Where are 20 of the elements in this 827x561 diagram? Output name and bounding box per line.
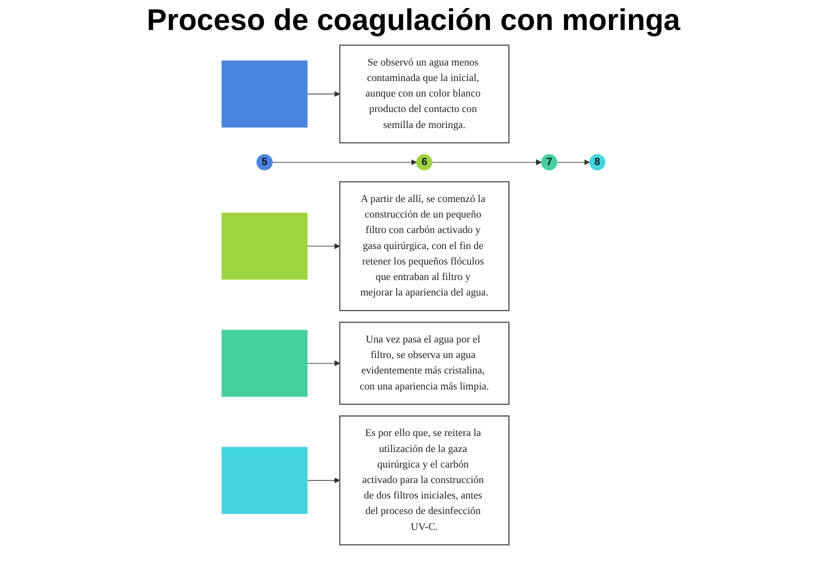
- arrow: [306, 91, 340, 97]
- arrow: [306, 478, 340, 484]
- node-box: Se observó un agua menos contaminada que la inicial, aunque con un color blanco producto del contacto con semilla de moringa.: [339, 44, 510, 144]
- node-box: A partir de allí, se comenzó la construcción de un pequeño filtro con carbón activado y gasa quirúrgica, con el fin de retener los pequeños flóculos que entraban al filtro y mejorar la apariencia del agua.: [339, 181, 510, 312]
- node-circle: 6: [416, 154, 432, 170]
- node-box: Es por ello que, se reitera la utilización de la gaza quirúrgica y el carbón activado para la construcción de dos filtros iniciales, antes del proceso de desinfección UV-C.: [339, 416, 510, 546]
- diagram-title: Proceso de coagulación con moringa: [146, 4, 682, 38]
- arrow: [306, 243, 340, 250]
- arrow: [306, 360, 340, 366]
- node-box: [222, 446, 308, 514]
- node-box: Una vez pasa el agua por el filtro, se observa un agua evidentemente más cristalina, con una apariencia más limpia.: [339, 322, 510, 405]
- arrow: [556, 159, 590, 166]
- arrow: [272, 159, 417, 166]
- node-box: [222, 60, 308, 128]
- node-box: [222, 330, 308, 397]
- node-circle: 5: [256, 154, 273, 170]
- arrow: [432, 159, 542, 166]
- node-circle: 7: [541, 154, 558, 170]
- node-box: [222, 212, 308, 280]
- node-circle: 8: [589, 154, 606, 170]
